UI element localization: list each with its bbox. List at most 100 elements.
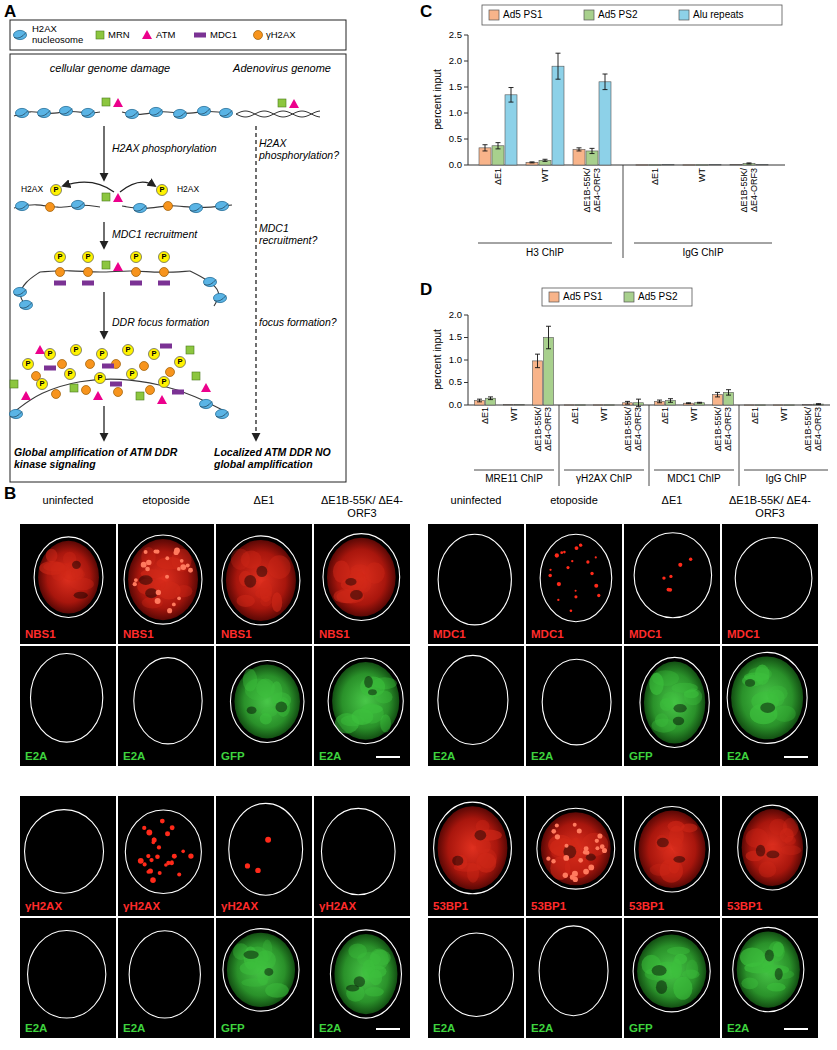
label-holder: WT xyxy=(697,168,707,226)
error-bar xyxy=(577,148,582,151)
data-bar xyxy=(709,164,721,166)
micrograph-image xyxy=(624,796,720,916)
label-holder: 1.5 xyxy=(449,332,464,343)
phosphate-label: P xyxy=(99,350,106,358)
data-bar xyxy=(594,404,604,406)
label-holder: H3 ChIP xyxy=(485,247,605,259)
phosphate-circle xyxy=(159,377,170,388)
chromatin-strand xyxy=(14,379,226,412)
legend-text: Ad5 PS1 xyxy=(503,9,544,21)
legend-holder: Ad5 PS1 xyxy=(503,9,544,21)
group-label: MRE11 ChIP xyxy=(471,473,557,485)
label-holder: ΔE1 xyxy=(660,407,670,463)
legend-swatch xyxy=(194,33,206,38)
category-label: ΔE1 xyxy=(480,407,490,463)
label-holder: P xyxy=(159,186,166,194)
phospho-nucleosome xyxy=(84,268,93,277)
label-holder: 1.5 xyxy=(449,82,464,93)
step-label: MDC1 recruitment? xyxy=(259,222,343,246)
mdc1-icon xyxy=(172,390,184,395)
stain-label: MDC1 xyxy=(727,628,818,641)
label-holder: WT xyxy=(599,407,609,463)
legend-text: ATM xyxy=(156,30,177,41)
phosphate-circle xyxy=(45,349,56,360)
category-label: WT xyxy=(697,168,707,226)
stain-label: γH2AX xyxy=(319,900,410,913)
label-holder: ΔE1B-55K/ ΔE4-ORF3 xyxy=(315,494,409,519)
nucleosome-icon xyxy=(216,201,229,210)
error-bar xyxy=(556,53,561,79)
label-holder: B xyxy=(4,484,18,504)
label-holder: P xyxy=(57,253,64,261)
legend-swatch xyxy=(254,31,263,40)
label-holder: A xyxy=(4,2,18,22)
mrn-icon xyxy=(186,346,194,354)
stain-label: E2A xyxy=(531,1022,622,1035)
legend-swatch xyxy=(584,10,594,20)
error-bar xyxy=(488,397,493,400)
category-label: WT xyxy=(509,407,519,463)
category-label: ΔE1 xyxy=(570,407,580,463)
stain-label: 53BP1 xyxy=(531,900,622,913)
legend-text: Ad5 PS2 xyxy=(598,9,639,21)
mdc1-icon xyxy=(102,364,114,369)
phosphate-circle xyxy=(131,252,142,263)
phosphate-circle xyxy=(95,373,106,384)
error-bar xyxy=(747,163,752,164)
nucleosome-icon xyxy=(204,277,217,286)
mrn-icon xyxy=(10,380,18,388)
label-holder: 2.5 xyxy=(449,30,464,41)
micrograph-tile: E2A xyxy=(722,646,818,766)
category-label: ΔE1 xyxy=(750,407,760,463)
nucleosome-icon xyxy=(134,203,147,212)
data-bar xyxy=(696,164,708,166)
label-holder: P xyxy=(39,380,46,388)
label-holder: MDC1 ChIP xyxy=(651,473,737,485)
data-bar xyxy=(695,403,705,405)
group-divider xyxy=(623,165,624,258)
category-label: ΔE1B-55K/ ΔE4-ORF3 xyxy=(582,168,603,226)
mdc1-icon xyxy=(160,344,172,349)
nucleosome-icon xyxy=(200,399,213,408)
micrograph-image xyxy=(20,796,116,916)
micrograph-image xyxy=(428,918,524,1038)
micrograph-tile: 53BP1 xyxy=(428,796,524,916)
micrograph-tile: NBS1 xyxy=(20,524,116,644)
label-holder: Localized ATM DDR NO global amplificatio… xyxy=(214,446,344,470)
data-bar xyxy=(505,95,517,165)
outcome-label: Global amplification of ATM DDR kinase s… xyxy=(14,446,210,470)
tick-mark xyxy=(464,405,468,406)
legend-swatch xyxy=(679,10,689,20)
micrograph-tile: MDC1 xyxy=(428,524,524,644)
micrograph-tile: 53BP1 xyxy=(722,796,818,916)
micrograph-tile: γH2AX xyxy=(216,796,312,916)
stain-label: E2A xyxy=(319,1022,410,1035)
flow-arrow xyxy=(120,182,155,192)
label-holder: ΔE1B-55K/ ΔE4-ORF3 xyxy=(723,494,817,519)
atm-icon xyxy=(35,345,45,354)
axis-title: percent input xyxy=(431,328,443,390)
micrograph-tile: E2A xyxy=(118,918,214,1038)
label-holder: P xyxy=(47,350,54,358)
phosphate-circle xyxy=(71,345,82,356)
tick-label: 2.0 xyxy=(449,56,464,67)
nucleosome-icon xyxy=(14,287,27,296)
phosphate-label: P xyxy=(47,350,54,358)
micrograph-image xyxy=(118,646,214,766)
label-holder: percent input xyxy=(431,328,443,390)
phospho-nucleosome xyxy=(132,268,141,277)
label-holder: ΔE1B-55K/ ΔE4-ORF3 xyxy=(623,407,644,463)
group-label: IgG ChIP xyxy=(643,247,763,259)
group-label: MDC1 ChIP xyxy=(651,473,737,485)
micrograph-image xyxy=(722,796,818,916)
category-label: ΔE1 xyxy=(660,407,670,463)
tick-label: 2.5 xyxy=(449,30,464,41)
stain-label: NBS1 xyxy=(25,628,116,641)
category-label: ΔE1B-55K/ ΔE4-ORF3 xyxy=(803,407,824,463)
y-axis xyxy=(468,35,469,165)
micrograph-tile: NBS1 xyxy=(314,524,410,644)
data-bar xyxy=(515,404,525,406)
label-holder: H2AX phosphorylation? xyxy=(259,137,343,161)
label-holder: H2AX xyxy=(177,185,201,195)
